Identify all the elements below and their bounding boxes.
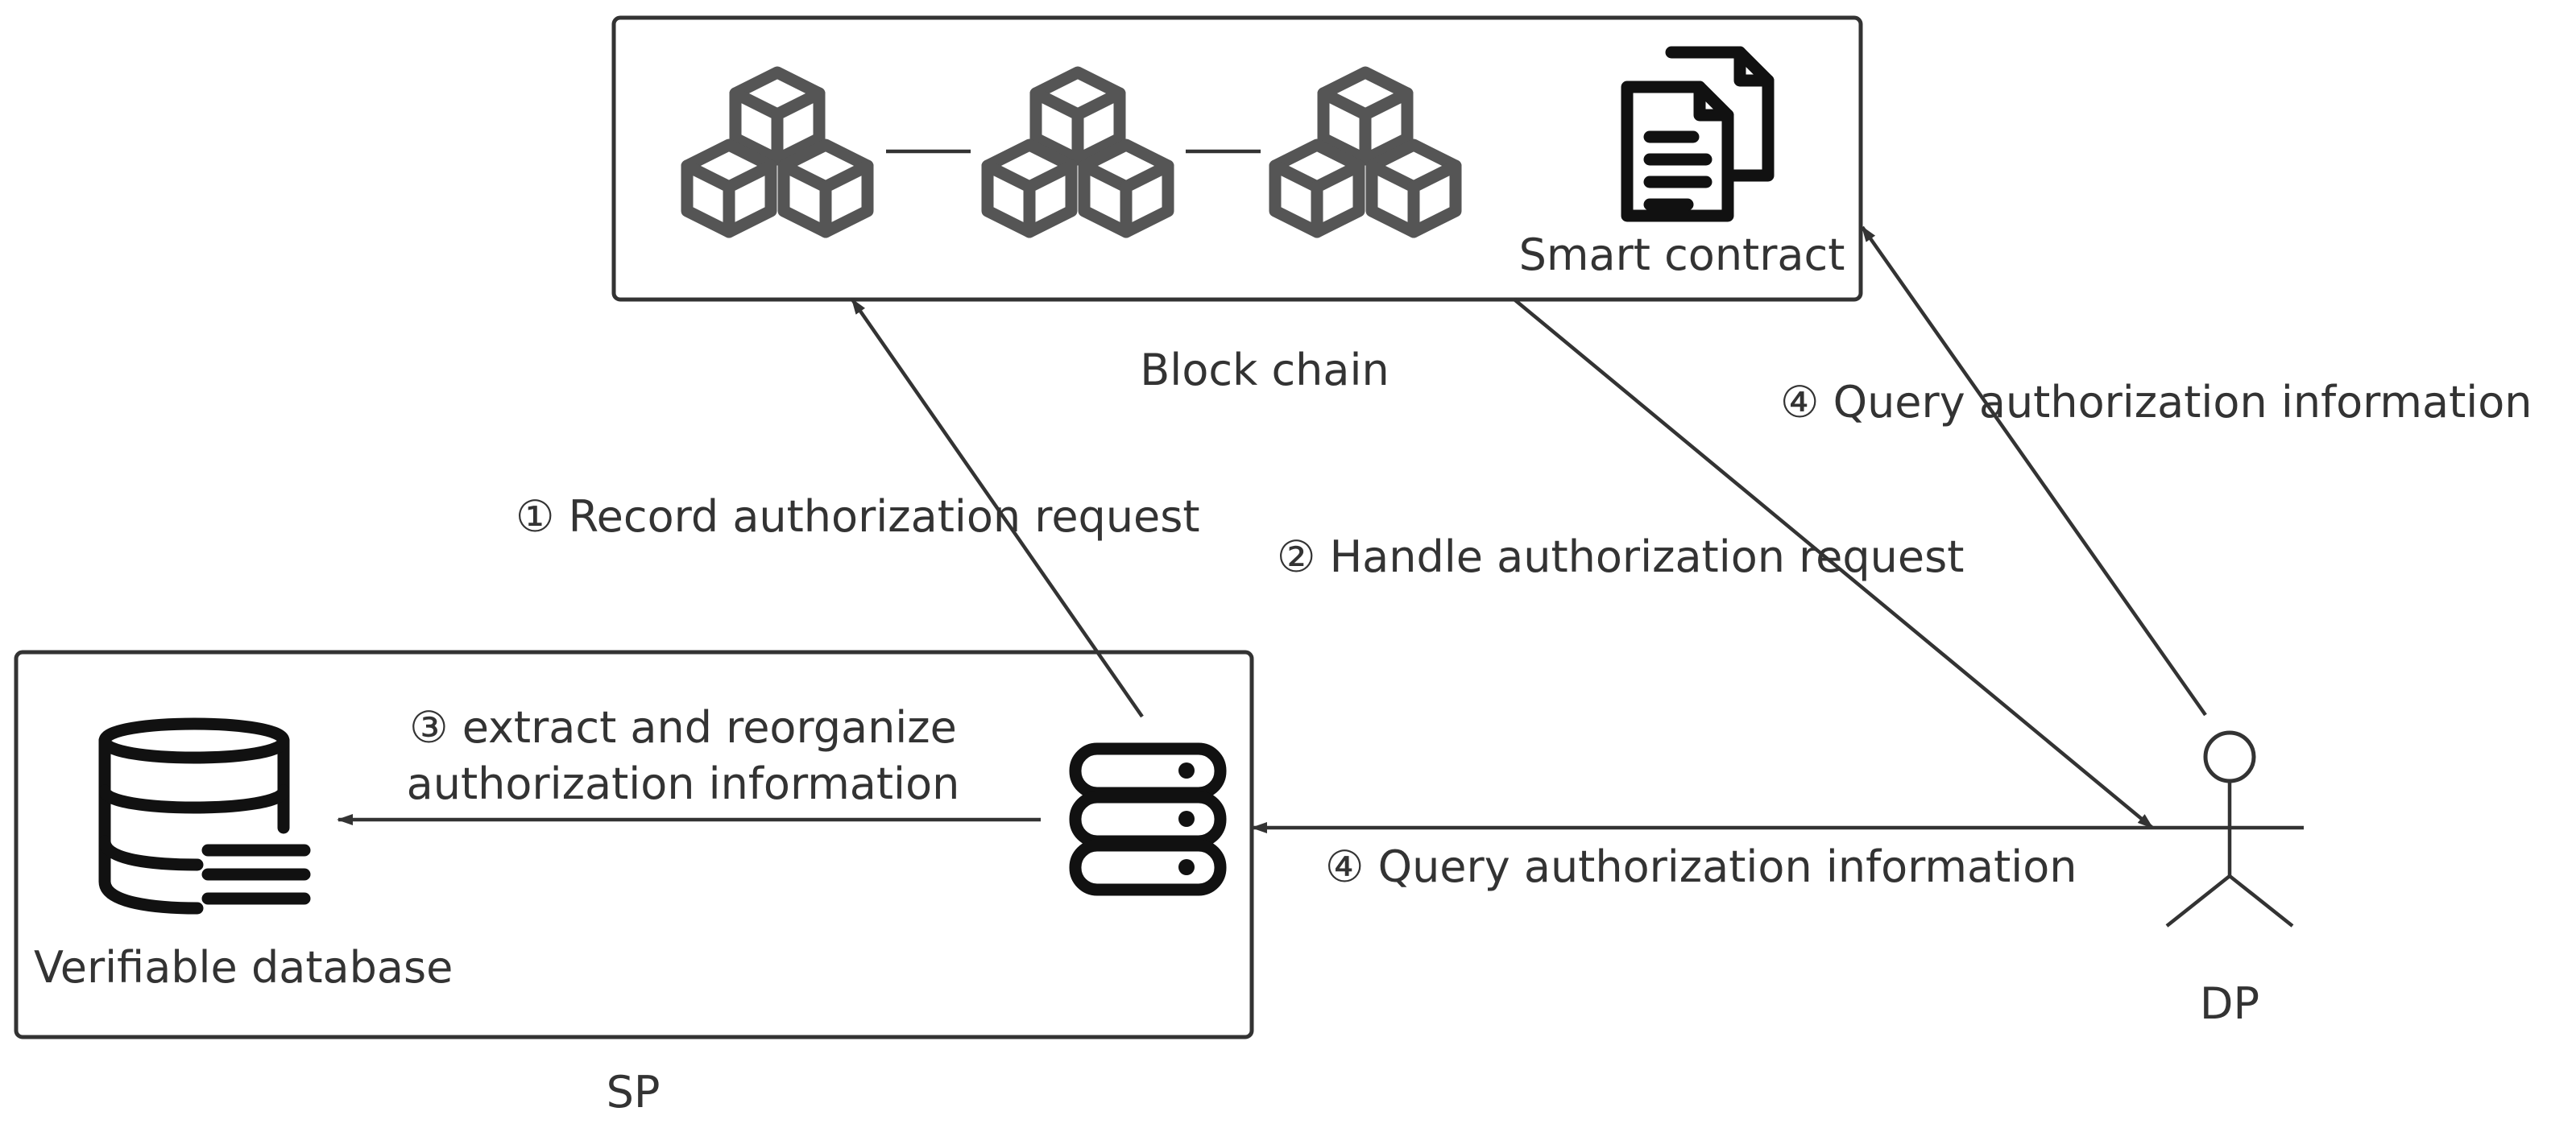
dp-actor-icon: [2151, 730, 2304, 928]
smart-contract-document-icon: [1621, 46, 1775, 222]
smart-contract-label: Smart contract: [1519, 229, 1845, 280]
sp-label: SP: [607, 1067, 661, 1118]
block-1-icon: [687, 72, 868, 232]
record-request-label: ① Record authorization request: [516, 491, 1200, 542]
database-icon: [98, 717, 311, 915]
blockchain-group: Smart contract: [611, 15, 1863, 302]
handle-request-label: ② Handle authorization request: [1277, 531, 1964, 582]
blockchain-label: Block chain: [1140, 345, 1389, 395]
extract-label-line2: authorization information: [407, 758, 960, 809]
blockchain-box: [611, 15, 1863, 302]
sp-group: Verifiable database ③ extract and reorga…: [14, 650, 1254, 1039]
block-2-icon: [988, 72, 1168, 232]
query-chain-arrow: [1861, 225, 2207, 717]
sp-box: [14, 650, 1254, 1039]
block-3-icon: [1275, 72, 1456, 232]
query-sp-label: ④ Query authorization information: [1325, 841, 2077, 892]
handle-request-arrow: [1513, 298, 2154, 829]
extract-label-line1: ③ extract and reorganize: [409, 702, 957, 753]
query-chain-label: ④ Query authorization information: [1780, 377, 2533, 428]
record-request-arrow: [851, 298, 1144, 718]
server-icon: [1069, 742, 1227, 896]
dp-label: DP: [2200, 978, 2259, 1029]
verifiable-database-label: Verifiable database: [34, 942, 453, 993]
